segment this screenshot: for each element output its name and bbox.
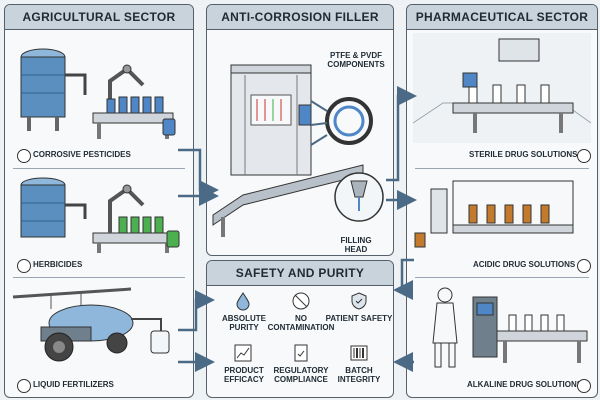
pharmaceutical-sector-panel: Pharmaceutical Sector Sterile Drug Solut… <box>406 4 598 398</box>
chart-icon <box>234 344 252 362</box>
sprout-icon <box>17 379 31 393</box>
filling-head-label: Filling Head <box>340 236 372 254</box>
alkaline-drug-illustration <box>432 287 588 368</box>
filling-machine-illustration <box>212 64 384 237</box>
components-label: PTFE & PVDF Components <box>327 51 385 69</box>
agri-item-label: Corrosive Pesticides <box>33 150 131 159</box>
feature-label: Product Efficacy <box>224 366 264 384</box>
document-check-icon <box>294 344 308 362</box>
agri-item-label: Herbicides <box>33 260 83 269</box>
feature-label: Absolute Purity <box>222 314 266 332</box>
pharmaceutical-sector-title: Pharmaceutical Sector <box>407 5 597 30</box>
shield-icon <box>351 292 367 310</box>
arrow <box>386 86 417 182</box>
divider <box>13 168 185 169</box>
agri-item-label: Liquid Fertilizers <box>33 380 114 389</box>
pharma-item-label: Acidic Drug Solutions <box>473 260 576 269</box>
safety-title: Safety and Purity <box>207 261 393 286</box>
feature-label: Patient Safety <box>325 314 393 323</box>
divider <box>13 277 185 278</box>
divider <box>415 168 589 169</box>
agricultural-sector-title: Agricultural Sector <box>5 5 193 30</box>
no-contamination-icon <box>292 292 310 310</box>
sterile-room-illustration <box>412 33 592 143</box>
arrow <box>178 148 219 200</box>
barcode-icon <box>350 345 368 361</box>
bottle-icon <box>577 379 591 393</box>
drop-icon <box>236 292 250 311</box>
safety-purity-panel: Safety and Purity Absolute Purity No Con… <box>206 260 394 398</box>
feature-label: Regulatory Compliance <box>273 366 329 384</box>
leaf-icon <box>17 259 31 273</box>
feature-label: Batch Integrity <box>337 366 381 384</box>
pesticide-filling-illustration <box>20 48 176 139</box>
arrow <box>178 290 215 332</box>
flask-icon <box>577 149 591 163</box>
anti-corrosion-filler-panel: Anti-Corrosion Filler PTFE & PVD <box>206 4 394 256</box>
acidic-drug-illustration <box>414 180 574 248</box>
fertilizer-sprayer-illustration <box>12 287 170 362</box>
agricultural-sector-panel: Agricultural Sector Corrosive Pesticides <box>4 4 194 398</box>
divider <box>415 277 589 278</box>
feature-label: No Contamination <box>267 314 335 332</box>
arrow <box>393 258 414 300</box>
pharma-item-label: Alkaline Drug Solutions <box>467 380 583 389</box>
vial-icon <box>577 259 591 273</box>
pharma-item-label: Sterile Drug Solutions <box>469 150 578 159</box>
filler-title: Anti-Corrosion Filler <box>207 5 393 30</box>
herbicide-filling-illustration <box>20 177 180 253</box>
warning-icon <box>17 149 31 163</box>
